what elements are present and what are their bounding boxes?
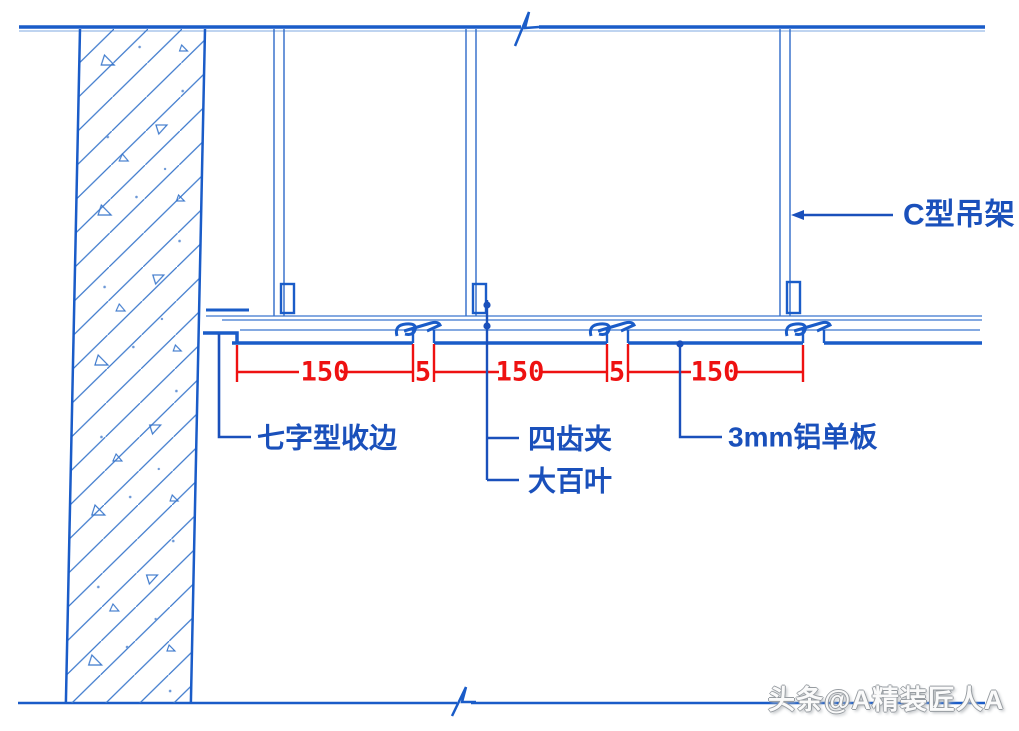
dimension-value: 5: [609, 357, 625, 388]
c-hanger-label: C型吊架: [903, 199, 1015, 232]
dimension-value: 5: [415, 357, 431, 388]
c-hanger-1: [273, 29, 296, 316]
dimension-value: 150: [496, 357, 545, 388]
tooth-clip-symbols: [394, 320, 833, 337]
break-symbol-top: [513, 11, 540, 47]
dimension-chain: [235, 344, 805, 382]
leader-aluminum-panel: 3mm铝单板: [676, 340, 877, 453]
c-hanger-3: [779, 29, 802, 316]
aluminum-panel-label: 3mm铝单板: [728, 422, 877, 453]
break-symbol-bottom: [450, 686, 476, 717]
watermark: 头条@A精装匠人A: [768, 685, 1005, 715]
dimension-value: 150: [691, 357, 740, 388]
leader-edge-trim: 七字型收边: [217, 334, 398, 454]
tooth-clip-symbol: [394, 320, 443, 337]
louver-label: 大百叶: [528, 466, 612, 497]
dimension-value: 150: [301, 357, 350, 388]
tooth-clip-symbol: [784, 320, 833, 337]
hanger-hook: [785, 280, 802, 315]
hanger-hook: [471, 282, 488, 315]
leader-clip-louver: 四齿夹 大百叶: [483, 300, 612, 497]
hanger-hook: [279, 282, 296, 315]
leader-c-hanger: C型吊架: [791, 199, 1015, 232]
leader-arrow: [791, 210, 804, 220]
leader-dot: [483, 301, 491, 309]
c-hanger-2: [465, 29, 488, 316]
leader-dot: [483, 322, 491, 330]
concrete-wall: [64, 29, 207, 703]
aluminum-panels: [232, 330, 982, 345]
edge-trim-label: 七字型收边: [257, 422, 398, 454]
dimension-values: 150 5 150 5 150: [301, 357, 740, 388]
tooth-clip-symbol: [588, 320, 637, 337]
tooth-clip-label: 四齿夹: [528, 424, 612, 455]
edge-trim-profile: [203, 331, 239, 342]
